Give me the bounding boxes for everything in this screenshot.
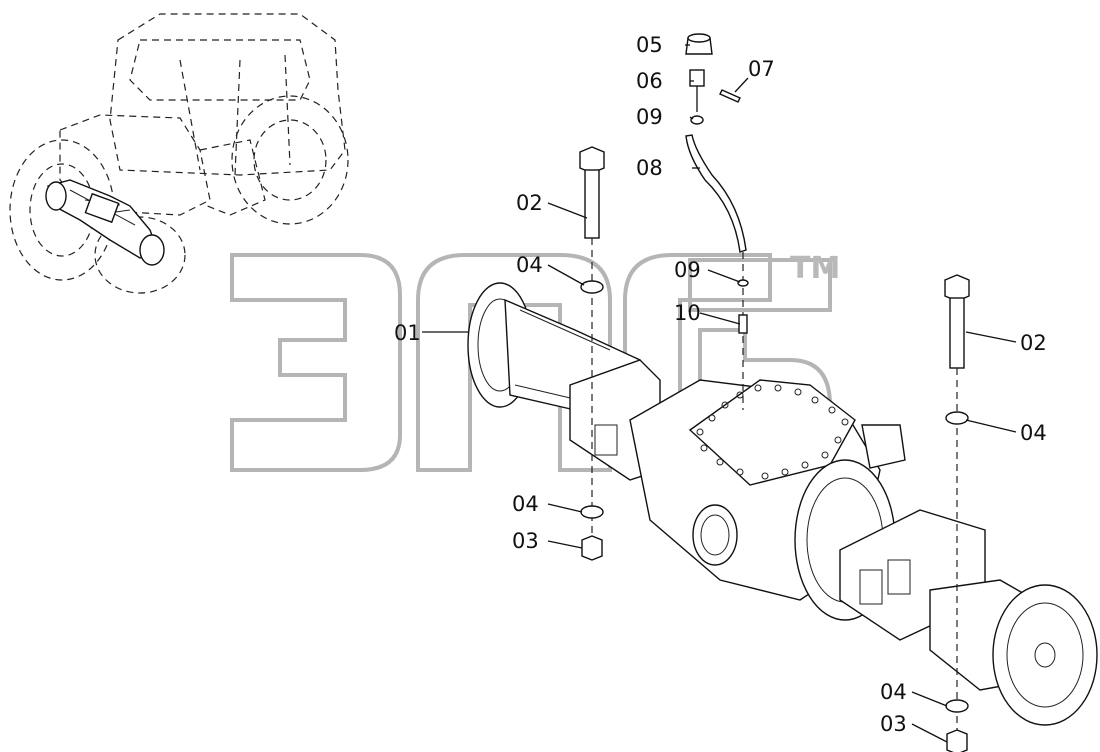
callout-09-lower: 09 bbox=[674, 258, 701, 282]
right-upper-washer bbox=[945, 411, 969, 425]
callout-07-top: 07 bbox=[748, 57, 775, 81]
breather-hose bbox=[685, 134, 747, 253]
cover-bolts bbox=[696, 384, 849, 480]
right-nut bbox=[946, 729, 968, 752]
left-upper-washer bbox=[580, 280, 604, 294]
breather-assembly bbox=[685, 33, 749, 410]
callout-08: 08 bbox=[636, 156, 663, 180]
callout-05-top: 05 bbox=[636, 33, 663, 57]
callout-labels: 05 06 07 09 08 02 04 09 10 01 02 04 04 0… bbox=[394, 33, 1047, 736]
left-bolt-stack bbox=[579, 146, 605, 561]
leader-lines bbox=[422, 44, 1017, 743]
small-screw bbox=[719, 89, 741, 103]
right-lower-washer bbox=[945, 699, 969, 713]
right-wheel-flange bbox=[992, 584, 1098, 726]
callout-02-left: 02 bbox=[516, 191, 543, 215]
callout-10: 10 bbox=[674, 301, 701, 325]
callout-03-right: 03 bbox=[880, 712, 907, 736]
trademark-text: TM bbox=[790, 251, 840, 286]
callout-04-left-lower: 04 bbox=[512, 492, 539, 516]
tractor-overview-illustration bbox=[9, 13, 349, 294]
breather-fitting-block bbox=[689, 69, 705, 87]
right-mount-bolt-head bbox=[944, 274, 970, 302]
callout-01: 01 bbox=[394, 321, 421, 345]
right-mount-bolt bbox=[949, 297, 965, 369]
callout-03-left: 03 bbox=[512, 529, 539, 553]
callout-02-right: 02 bbox=[1020, 331, 1047, 355]
callout-04-right-lower: 04 bbox=[880, 680, 907, 704]
callout-04-left-upper: 04 bbox=[516, 253, 543, 277]
lower-sealing-washer bbox=[737, 279, 749, 287]
input-flange-opening bbox=[692, 504, 738, 566]
left-lower-washer bbox=[580, 505, 604, 519]
callout-04-right-upper: 04 bbox=[1020, 421, 1047, 445]
left-nut bbox=[581, 535, 603, 561]
left-mount-bolt bbox=[584, 169, 600, 239]
upper-sealing-washer bbox=[690, 115, 704, 125]
right-bolt-stack bbox=[944, 274, 970, 752]
callout-09-upper: 09 bbox=[636, 105, 663, 129]
callout-06-top: 06 bbox=[636, 69, 663, 93]
breather-nipple bbox=[738, 314, 748, 334]
differential-top-cover bbox=[688, 379, 856, 486]
axle-housing bbox=[467, 282, 1098, 726]
left-mount-bolt-head bbox=[579, 146, 605, 174]
